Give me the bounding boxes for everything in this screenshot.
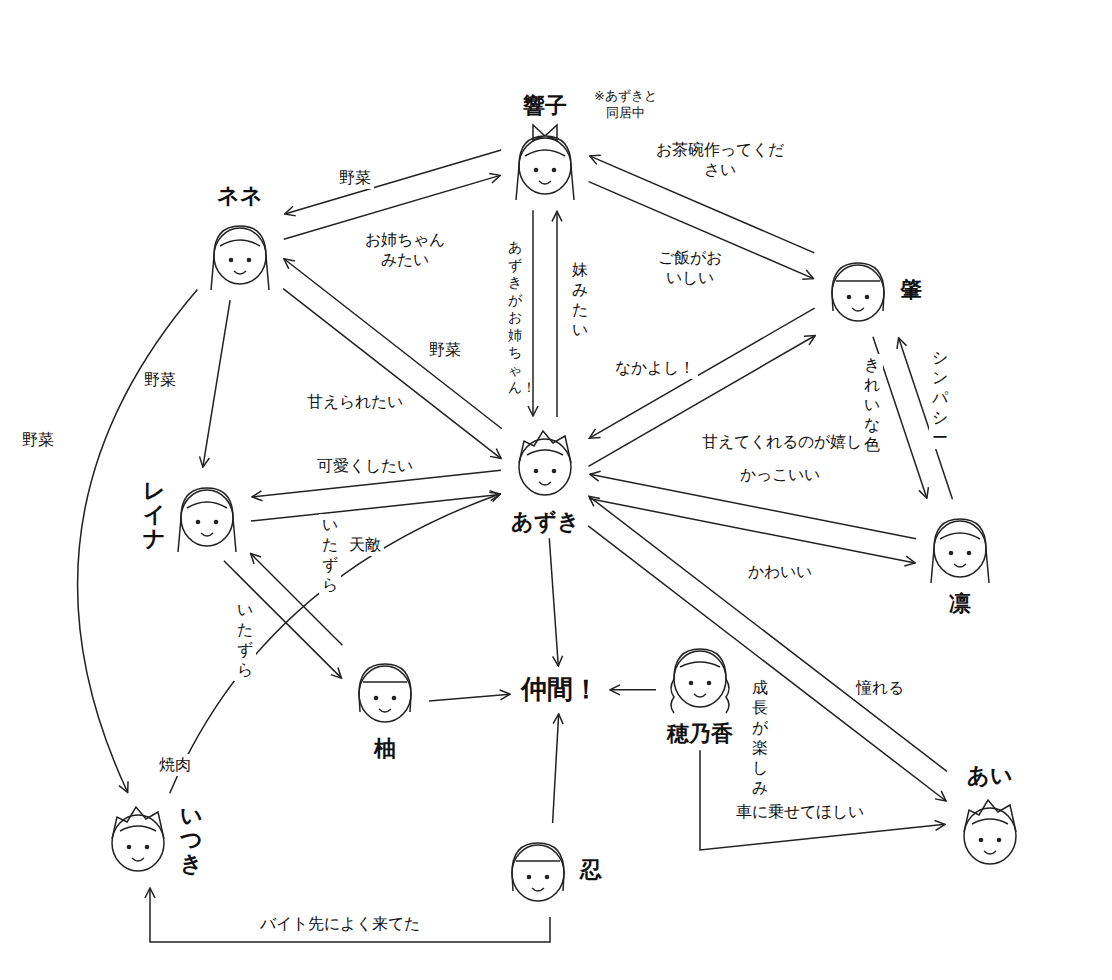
relation-label: 野菜 [141,369,179,391]
character-name: 穂乃香 [667,721,733,746]
relation-label: きれいな色 [861,354,883,456]
face-drawing [505,421,585,507]
relation-label: お姉ちゃんみたい [357,229,453,271]
side-note: ※あずきと同居中 [588,88,663,122]
relation-label: 野菜 [19,429,57,451]
face-drawing [920,503,1000,589]
character-name: あい [967,763,1013,788]
face-drawing [98,797,178,883]
relation-label: かっこいい [737,464,823,486]
character-node: 穂乃香 [660,633,740,746]
relation-label: 可愛くしたい [314,455,416,477]
face-drawing [167,472,247,558]
group-node: 仲間！ [515,671,605,709]
relation-label: 野菜 [336,167,374,189]
relation-arrow [610,689,656,691]
character-name: ネネ [217,183,263,208]
relation-label: いたずら [234,599,256,681]
character-node: 響子 [505,93,585,206]
character-node: あずき [505,421,585,534]
face-drawing [498,827,578,913]
character-name: あずき [511,509,580,534]
relation-label: お茶碗作ってください [652,139,788,181]
character-name: 肇 [900,277,922,302]
relation-label: 甘えてくれるのが嬉しい [699,431,881,453]
relation-arrow [150,888,550,942]
face-drawing [505,120,585,206]
face-drawing [818,247,898,333]
relation-arrow [899,338,953,499]
character-node: あい [950,763,1030,876]
character-node: 凛 [920,503,1000,616]
relation-label: バイト先によく来てた [257,913,423,935]
relation-arrow [700,750,945,850]
relation-label: 甘えられたい [304,391,406,413]
character-node: ネネ [200,183,280,296]
relation-arrow [589,499,915,563]
relation-arrow [588,526,946,801]
character-name: レイナ [143,479,165,552]
character-name: 忍 [580,857,602,882]
relation-label: ご飯がおいしい [652,247,728,289]
relation-arrow [553,714,559,823]
relation-label: 天敵 [346,534,384,556]
relation-label: 成長が楽しみ [749,677,771,799]
character-name: 仲間！ [515,671,605,709]
relation-arrow [285,150,501,214]
relation-arrow [549,538,558,666]
relation-label: 野菜 [426,339,464,361]
relation-label: 憧れる [853,677,907,699]
relation-arrow [284,259,502,429]
relation-arrow [556,211,558,417]
relation-label: 車に乗せてほしい [733,801,867,823]
relation-label: いたずら [319,514,341,596]
character-name: 柚 [374,736,396,761]
character-name: 響子 [523,93,567,118]
character-name: いつき [180,804,202,877]
face-drawing [950,790,1030,876]
relation-arrow [532,210,534,416]
character-node: レイナ [143,472,247,558]
relation-arrow [429,694,510,701]
character-name: 凛 [949,591,971,616]
relation-label: かわいい [745,561,815,583]
face-drawing [660,633,740,719]
character-node: 柚 [345,648,425,761]
character-node: 忍 [498,827,602,913]
face-drawing [345,648,425,734]
relation-label: あずきがお姉ちゃん！ [505,238,525,398]
relation-label: 焼肉 [156,754,194,776]
relation-label: シンパシー [929,347,951,449]
relation-arrow [589,308,814,438]
relation-label: 妹みたい [569,259,591,341]
relation-arrow [203,300,230,467]
relation-label: なかよし！ [612,357,698,379]
relation-arrow [283,289,501,459]
character-node: 肇 [818,247,922,333]
character-node: いつき [98,797,202,883]
face-drawing [200,210,280,296]
